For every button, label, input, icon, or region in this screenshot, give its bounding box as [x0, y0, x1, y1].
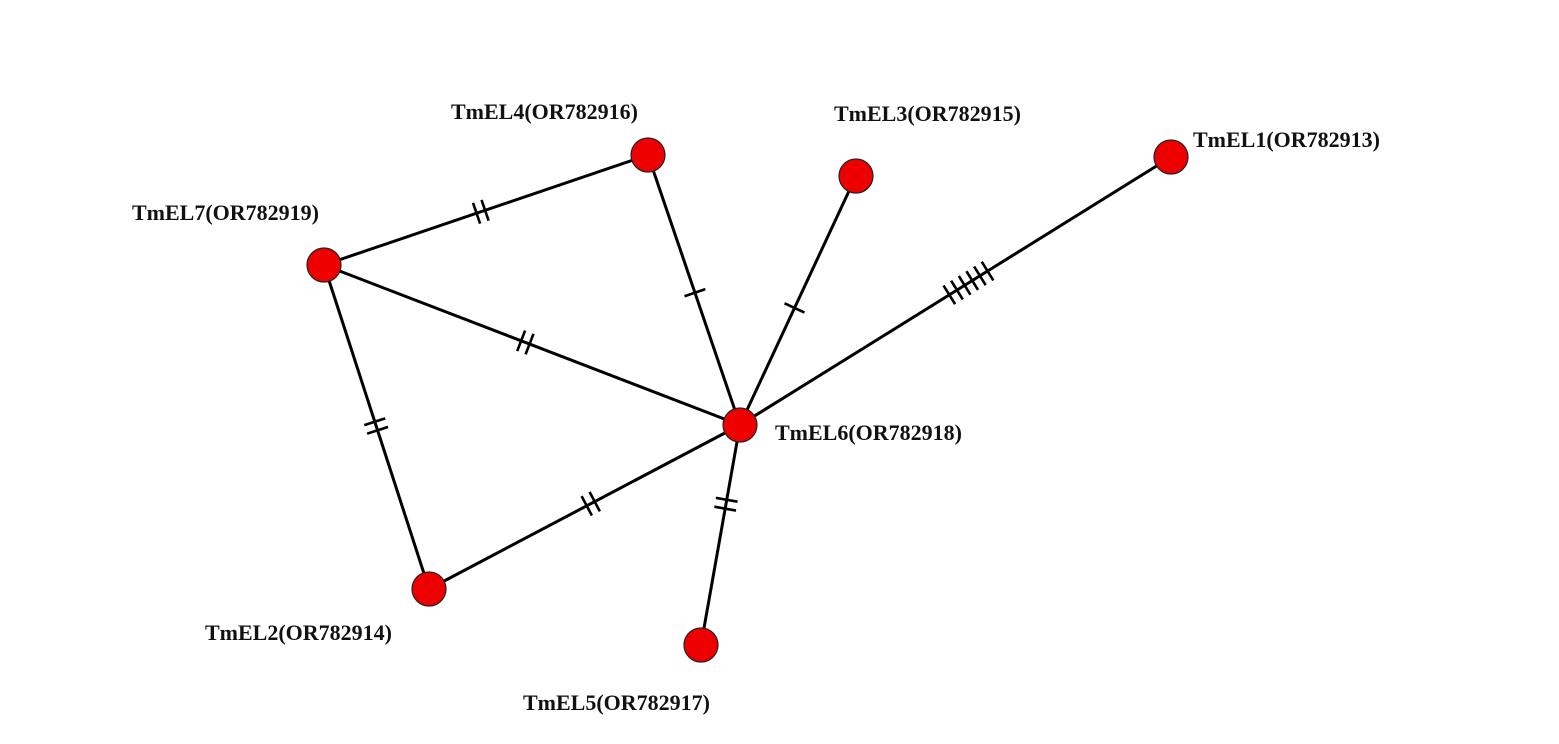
- edge-tmel7-tmel2: [322, 264, 431, 590]
- mutation-tick: [980, 261, 995, 282]
- mutation-tick: [515, 330, 527, 352]
- node-tmel6: [722, 407, 758, 443]
- mutation-tick: [480, 199, 490, 222]
- edge-line: [428, 423, 741, 591]
- mutation-tick: [783, 302, 806, 314]
- node-tmel7: [306, 247, 342, 283]
- edge-tmel6-tmel5: [699, 424, 742, 646]
- edge-tmel7-tmel4: [323, 153, 649, 267]
- node-tmel1: [1153, 139, 1189, 175]
- mutation-tick: [965, 270, 980, 291]
- edge-line: [646, 154, 742, 426]
- edge-line: [738, 175, 858, 426]
- edge-line: [739, 155, 1172, 427]
- edge-line: [322, 264, 431, 590]
- node-label-tmel4: TmEL4(OR782916): [451, 99, 638, 124]
- node-label-tmel7: TmEL7(OR782919): [132, 200, 319, 225]
- node-label-tmel1: TmEL1(OR782913): [1193, 127, 1380, 152]
- mutation-tick: [714, 505, 737, 512]
- mutation-tick: [942, 284, 957, 305]
- nodes-layer: [306, 137, 1189, 663]
- labels-layer: TmEL1(OR782913) TmEL2(OR782914) TmEL3(OR78…: [132, 99, 1380, 715]
- mutation-tick: [588, 491, 601, 512]
- edges-layer: [322, 153, 1172, 646]
- mutation-tick: [957, 275, 972, 296]
- mutation-tick: [580, 495, 594, 517]
- edge-tmel2-tmel6: [428, 423, 741, 591]
- mutation-tick: [950, 280, 964, 301]
- node-tmel2: [411, 571, 447, 607]
- node-tmel3: [838, 158, 874, 194]
- mutation-tick: [524, 333, 535, 355]
- mutation-tick: [366, 425, 389, 435]
- edge-tmel1-tmel6: [739, 155, 1172, 427]
- mutation-tick: [972, 265, 987, 286]
- mutation-tick: [471, 202, 482, 225]
- node-label-tmel3: TmEL3(OR782915): [834, 101, 1021, 126]
- edge-line: [699, 424, 742, 646]
- edge-line: [323, 263, 741, 427]
- mutation-tick: [684, 287, 706, 298]
- mutation-tick: [715, 496, 738, 503]
- edge-tmel7-tmel6: [323, 263, 741, 427]
- node-label-tmel5: TmEL5(OR782917): [523, 690, 710, 715]
- node-label-tmel2: TmEL2(OR782914): [205, 620, 392, 645]
- edge-tmel4-tmel6: [646, 154, 742, 426]
- node-label-tmel6: TmEL6(OR782918): [775, 420, 962, 445]
- mutation-tick: [363, 417, 386, 427]
- edge-tmel3-tmel6: [738, 175, 858, 426]
- node-tmel4: [630, 137, 666, 173]
- node-tmel5: [683, 627, 719, 663]
